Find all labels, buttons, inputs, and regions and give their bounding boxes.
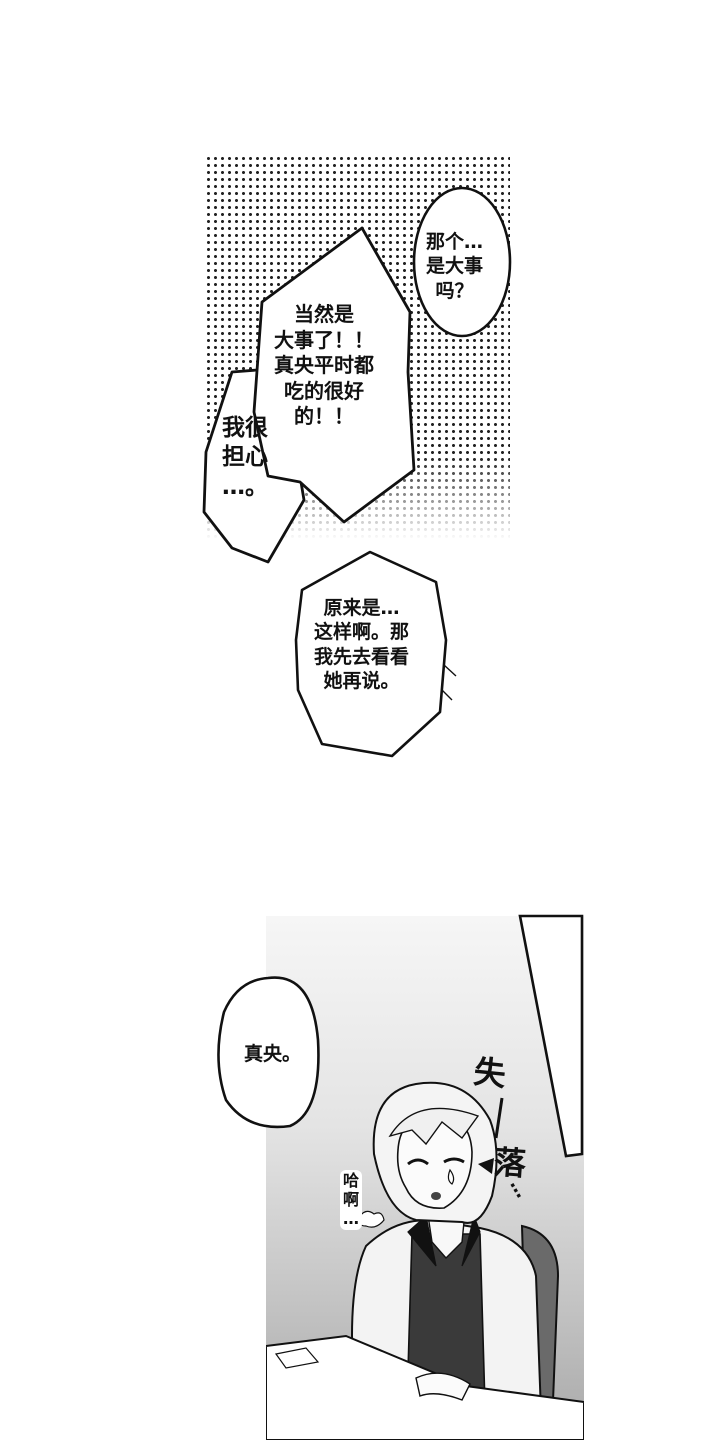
slump-frame-shape xyxy=(518,914,584,1158)
collar-shape xyxy=(407,1213,481,1267)
right-eye xyxy=(443,1157,465,1164)
sfx-dash-line xyxy=(494,1097,504,1139)
bangs-shape xyxy=(388,1107,480,1146)
bubble-question-shape xyxy=(412,186,512,338)
bubble-i-see-shape xyxy=(294,550,448,758)
bubble-question-text: 那个… 是大事 吗？ xyxy=(426,231,484,302)
bubble-of-course-shape xyxy=(252,226,416,524)
bubble-i-see-text: 原来是… 这样啊。那 我先去看看 她再说。 xyxy=(314,597,410,692)
bubble-of-course-text: 当然是 大事了！！ 真央平时都 吃的很好 的！！ xyxy=(274,302,374,429)
bubble-flare-marks xyxy=(441,664,457,701)
left-eye xyxy=(407,1158,429,1166)
sweat-drop-icon xyxy=(447,1168,455,1185)
hair-ribbon xyxy=(478,1158,494,1174)
office-scene-illustration xyxy=(266,1081,584,1440)
bubble-name-text: 真央。 xyxy=(244,1043,302,1065)
paper-shape xyxy=(274,1347,320,1369)
hands-shape xyxy=(415,1372,471,1401)
mouth xyxy=(431,1192,441,1200)
sfx-slump-1: 失 xyxy=(471,1052,508,1094)
bubble-name-shape xyxy=(217,976,320,1129)
sfx-sigh: 哈 啊 … xyxy=(340,1170,363,1230)
bottom-panel xyxy=(266,916,584,1440)
bubble-worried-text: 我很 担心 …。 xyxy=(222,415,268,500)
